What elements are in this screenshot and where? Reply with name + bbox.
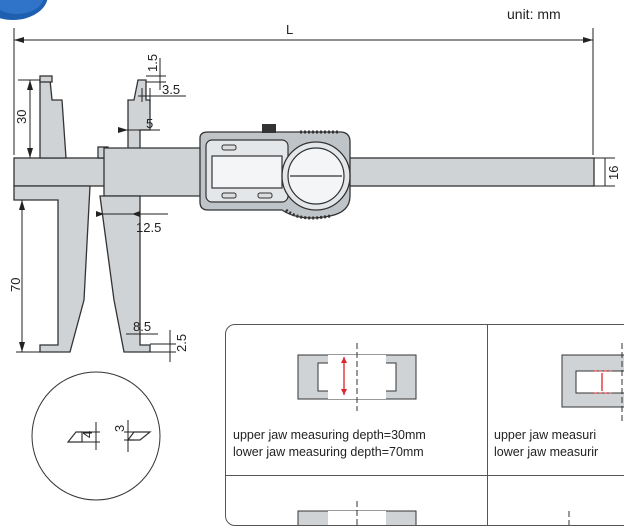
dim-70-text: 70	[8, 278, 23, 292]
mode-button	[221, 144, 237, 151]
panel1-caption-line1: upper jaw measuring depth=30mm	[233, 428, 426, 442]
upper-jaw-fixed	[39, 79, 67, 159]
lower-jaw-fixed	[13, 185, 91, 353]
slider-body	[103, 147, 203, 197]
dim-8-5-text: 8.5	[133, 319, 151, 334]
dim-5-text: 5	[146, 116, 153, 131]
dim-4-text: 4	[80, 431, 95, 438]
upper-jaw-fixed-tip	[39, 75, 53, 83]
detail-tip-right	[126, 431, 152, 441]
panel1-caption: upper jaw measuring depth=30mm lower jaw…	[233, 427, 426, 461]
arrow-L-right	[583, 37, 593, 43]
lcd-screen	[211, 155, 283, 189]
arrow-5-left	[118, 127, 128, 133]
arrow-70-bottom	[19, 342, 25, 352]
dim-L-text: L	[286, 22, 293, 37]
panel2-caption-line2: lower jaw measurir	[494, 445, 599, 459]
panel1-red-arrow-top	[341, 357, 347, 363]
dim-16-text: 16	[606, 166, 621, 180]
knurl-bottom	[285, 208, 331, 220]
panel1-red-arrow-bottom	[341, 389, 347, 395]
dim-1-5-text: 1.5	[145, 54, 160, 72]
unit-button	[257, 192, 273, 199]
arrow-12-5-right	[132, 211, 140, 217]
measuring-depth-panels: upper jaw measuring depth=30mm lower jaw…	[225, 324, 624, 526]
arrow-L-left	[14, 37, 24, 43]
arrow-30-top	[27, 80, 33, 90]
caliper-drawing: L 16	[8, 22, 621, 501]
dim-12-5-text: 12.5	[136, 220, 161, 235]
panel2-caption-line1: upper jaw measuri	[494, 428, 597, 442]
panel1-caption-line2: lower jaw measuring depth=70mm	[233, 445, 424, 459]
panel-divider-horizontal	[226, 475, 624, 476]
unit-label: unit: mm	[507, 6, 561, 22]
panel-divider-vertical	[487, 325, 488, 525]
dim-3-text: 3	[112, 425, 127, 432]
lock-screw	[262, 124, 276, 133]
lower-jaw-moving	[99, 195, 151, 353]
dim-30-text: 30	[14, 110, 29, 124]
panel-illustrations	[297, 343, 624, 525]
zero-button	[221, 192, 237, 199]
panel2-caption: upper jaw measuri lower jaw measurir	[494, 427, 598, 461]
arrow-30-bottom	[27, 148, 33, 158]
arrow-12-5-left	[96, 211, 104, 217]
dim-2-5-text: 2.5	[174, 334, 189, 352]
arrow-70-top	[19, 200, 25, 210]
panel2-slot	[575, 370, 624, 394]
dim-3-5-text: 3.5	[162, 82, 180, 97]
